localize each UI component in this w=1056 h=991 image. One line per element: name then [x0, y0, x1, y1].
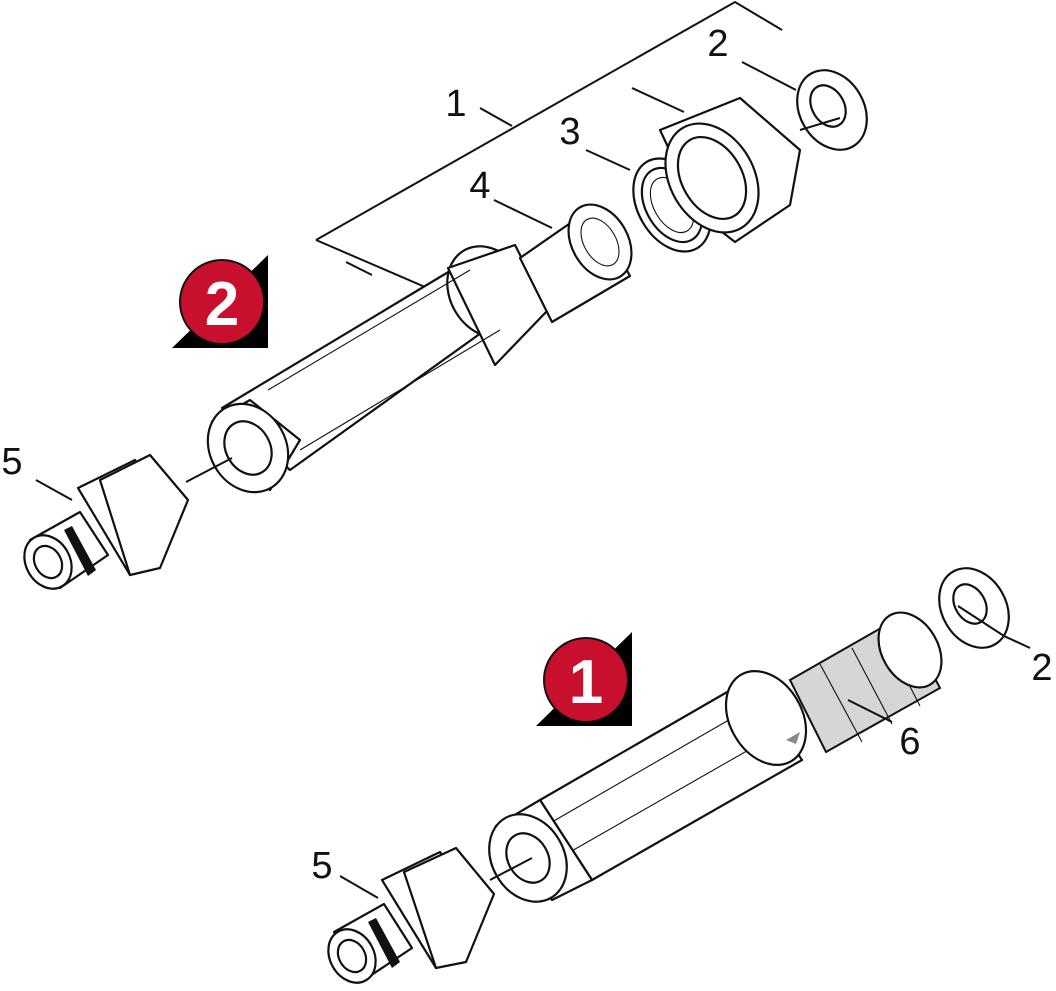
callout-5: 5 [311, 845, 332, 887]
callout-5: 5 [1, 441, 22, 483]
leader-lines-2 [35, 61, 841, 501]
assembly-2: 2 [1, 0, 868, 590]
badge-circle [179, 259, 265, 345]
callout-2: 2 [1031, 647, 1052, 689]
o-ring [64, 526, 96, 576]
assembly-badge-1: 1 [536, 632, 632, 726]
assembly-1: 1 [311, 567, 1053, 984]
badge-number: 2 [205, 270, 239, 339]
callout-1: 1 [445, 83, 466, 125]
badge-circle [543, 637, 629, 723]
callout-4: 4 [469, 165, 490, 207]
flow-arrow-icon [786, 732, 800, 744]
badge-number: 1 [569, 648, 603, 717]
callout-1-bracket [315, 0, 783, 291]
strainer-cartridge [788, 611, 943, 754]
strainer-mesh [518, 203, 633, 324]
seal-washer [796, 69, 868, 151]
o-ring [368, 918, 400, 968]
callout-3: 3 [559, 111, 580, 153]
hose-coupling [23, 453, 190, 590]
hose-coupling [327, 846, 496, 984]
union-nut [658, 96, 802, 244]
filter-housing-tube [488, 670, 808, 903]
callout-6: 6 [899, 721, 920, 763]
assembly-badge-2: 2 [172, 255, 268, 348]
seal-washer [938, 567, 1010, 649]
leader-lines-1 [339, 605, 1031, 899]
filter-housing-tube [206, 243, 550, 494]
callout-2: 2 [707, 23, 728, 65]
